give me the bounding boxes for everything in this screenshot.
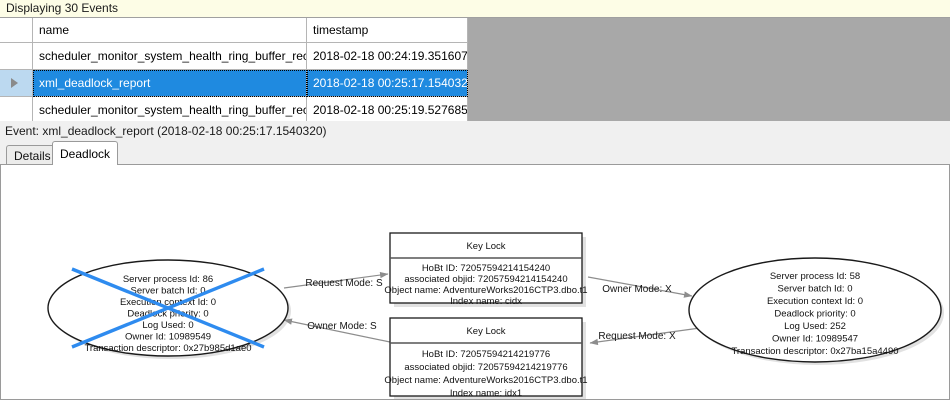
process-right-line-2: Execution context Id: 0 xyxy=(767,296,863,307)
grid-header-selector-cell xyxy=(0,18,33,43)
svg-text:Owner Mode: S: Owner Mode: S xyxy=(307,321,377,332)
detail-tabstrip: Details Deadlock xyxy=(0,141,950,165)
process-left-line-0: Server process Id: 86 xyxy=(123,274,213,285)
process-node-left-victim[interactable]: Server process Id: 86 Server batch Id: 0… xyxy=(47,259,289,357)
process-left-line-4: Log Used: 0 xyxy=(142,320,193,331)
resource-node-top[interactable]: Key Lock HoBt ID: 72057594214154240 asso… xyxy=(384,232,588,307)
row-timestamp-text: 2018-02-18 00:25:19.5276859 xyxy=(313,103,468,117)
event-detail-header: Event: xml_deadlock_report (2018-02-18 0… xyxy=(0,121,950,141)
edge-left-request-top xyxy=(283,271,389,289)
edge-label-bottom-owner-left: Owner Mode: S xyxy=(307,321,377,332)
row-selector-cell[interactable] xyxy=(0,43,33,70)
process-left-line-5: Owner Id: 10989549 xyxy=(125,332,211,343)
edge-bottom-owner-left xyxy=(283,318,391,343)
grid-header-name-label: name xyxy=(39,23,70,37)
grid-header-name[interactable]: name xyxy=(33,18,307,43)
svg-text:Request Mode: X: Request Mode: X xyxy=(598,331,676,342)
row-selector-arrow-icon xyxy=(11,78,18,88)
deadlock-graph-svg: Server process Id: 86 Server batch Id: 0… xyxy=(47,232,944,400)
row-name-cell[interactable]: scheduler_monitor_system_health_ring_buf… xyxy=(33,43,307,70)
resource-bottom-line-0: HoBt ID: 72057594214219776 xyxy=(422,349,550,360)
resource-bottom-title: Key Lock xyxy=(466,326,505,337)
resource-top-title: Key Lock xyxy=(466,241,505,252)
edge-label-top-owner-right: Owner Mode: X xyxy=(602,284,672,295)
deadlock-graph-canvas[interactable]: Server process Id: 86 Server batch Id: 0… xyxy=(0,165,950,400)
row-selector-cell[interactable] xyxy=(0,97,33,121)
resource-top-line-2: Object name: AdventureWorks2016CTP3.dbo.… xyxy=(384,285,587,296)
row-selector-cell[interactable] xyxy=(0,70,33,97)
resource-bottom-line-3: Index name: idx1 xyxy=(450,388,522,399)
tab-deadlock-label: Deadlock xyxy=(60,146,111,161)
process-right-line-3: Deadlock priority: 0 xyxy=(774,309,855,320)
row-name-text: xml_deadlock_report xyxy=(39,76,151,90)
tab-deadlock[interactable]: Deadlock xyxy=(52,141,119,165)
edge-label-right-request-bottom: Request Mode: X xyxy=(598,331,676,342)
row-timestamp-text: 2018-02-18 00:25:17.1540320 xyxy=(313,76,468,90)
row-timestamp-text: 2018-02-18 00:24:19.3516078 xyxy=(313,49,468,63)
resource-top-line-1: associated objid: 72057594214154240 xyxy=(404,274,567,285)
process-node-right[interactable]: Server process Id: 58 Server batch Id: 0… xyxy=(688,257,942,363)
process-left-line-1: Server batch Id: 0 xyxy=(131,286,206,297)
edge-label-left-request-top: Request Mode: S xyxy=(305,278,383,289)
svg-text:Request Mode: S: Request Mode: S xyxy=(305,278,383,289)
row-timestamp-cell[interactable]: 2018-02-18 00:25:17.1540320 xyxy=(307,70,468,97)
process-left-line-2: Execution context Id: 0 xyxy=(120,297,216,308)
resource-top-line-0: HoBt ID: 72057594214154240 xyxy=(422,263,550,274)
row-name-text: scheduler_monitor_system_health_ring_buf… xyxy=(39,103,306,117)
events-grid[interactable]: name timestamp scheduler_monitor_system_… xyxy=(0,18,950,121)
process-left-line-3: Deadlock priority: 0 xyxy=(127,309,208,320)
event-detail-title: Event: xml_deadlock_report (2018-02-18 0… xyxy=(5,124,327,138)
row-name-cell[interactable]: scheduler_monitor_system_health_ring_buf… xyxy=(33,97,307,121)
resource-bottom-line-1: associated objid: 72057594214219776 xyxy=(404,362,567,373)
row-timestamp-cell[interactable]: 2018-02-18 00:24:19.3516078 xyxy=(307,43,468,70)
process-right-line-6: Transaction descriptor: 0x27ba15a4490 xyxy=(731,346,898,357)
process-right-line-0: Server process Id: 58 xyxy=(770,271,860,282)
resource-top-line-3: Index name: cidx xyxy=(450,296,522,307)
events-status-bar: Displaying 30 Events xyxy=(0,0,950,18)
resource-node-bottom[interactable]: Key Lock HoBt ID: 72057594214219776 asso… xyxy=(384,317,588,399)
grid-header-row: name timestamp xyxy=(0,18,950,43)
table-row[interactable]: scheduler_monitor_system_health_ring_buf… xyxy=(0,43,950,70)
grid-header-timestamp[interactable]: timestamp xyxy=(307,18,468,43)
svg-text:Owner Mode: X: Owner Mode: X xyxy=(602,284,672,295)
deadlock-victim-cross-icon xyxy=(71,267,265,349)
row-name-cell[interactable]: xml_deadlock_report xyxy=(33,70,307,97)
process-right-line-1: Server batch Id: 0 xyxy=(778,284,853,295)
tab-details-label: Details xyxy=(14,148,51,163)
process-left-line-6: Transaction descriptor: 0x27b985d1ae0 xyxy=(84,343,251,354)
process-right-line-5: Owner Id: 10989547 xyxy=(772,334,858,345)
tab-details[interactable]: Details xyxy=(6,145,59,165)
resource-bottom-line-2: Object name: AdventureWorks2016CTP3.dbo.… xyxy=(384,375,587,386)
edge-top-owner-right xyxy=(587,276,693,298)
process-right-line-4: Log Used: 252 xyxy=(784,321,846,332)
row-name-text: scheduler_monitor_system_health_ring_buf… xyxy=(39,49,306,63)
edge-right-request-bottom xyxy=(589,327,701,346)
table-row[interactable]: scheduler_monitor_system_health_ring_buf… xyxy=(0,97,950,121)
grid-header-timestamp-label: timestamp xyxy=(313,23,369,37)
row-timestamp-cell[interactable]: 2018-02-18 00:25:19.5276859 xyxy=(307,97,468,121)
table-row-selected[interactable]: xml_deadlock_report 2018-02-18 00:25:17.… xyxy=(0,70,950,97)
events-status-text: Displaying 30 Events xyxy=(6,1,119,15)
